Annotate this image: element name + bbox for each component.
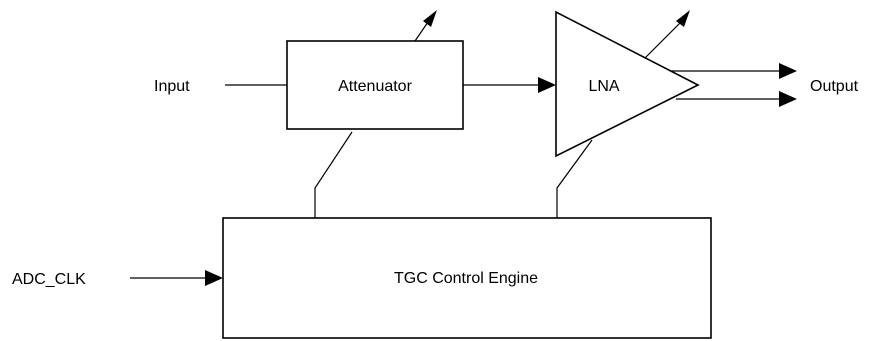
lna-adjust-arrowhead — [676, 10, 690, 27]
attenuator-label: Attenuator — [338, 78, 413, 95]
adc-clk-arrowhead — [205, 270, 223, 286]
input-label: Input — [154, 78, 190, 95]
output-arrowhead-top — [779, 63, 797, 79]
lna-label: LNA — [588, 78, 619, 95]
attenuator-control-line — [314, 131, 353, 218]
tgc-control-engine-label: TGC Control Engine — [394, 270, 538, 287]
attenuator-adjust-line — [414, 21, 429, 42]
adc-clk-label: ADC_CLK — [12, 271, 86, 288]
output-label: Output — [810, 78, 859, 95]
lna-triangle — [555, 10, 700, 158]
tgc-control-engine-block — [222, 217, 712, 339]
lna-input-arrowhead — [538, 77, 556, 93]
lna-adjust-line — [644, 21, 682, 59]
lna-control-line — [556, 139, 593, 218]
output-arrowhead-bottom — [779, 91, 797, 107]
attenuator-adjust-arrowhead — [423, 10, 437, 27]
